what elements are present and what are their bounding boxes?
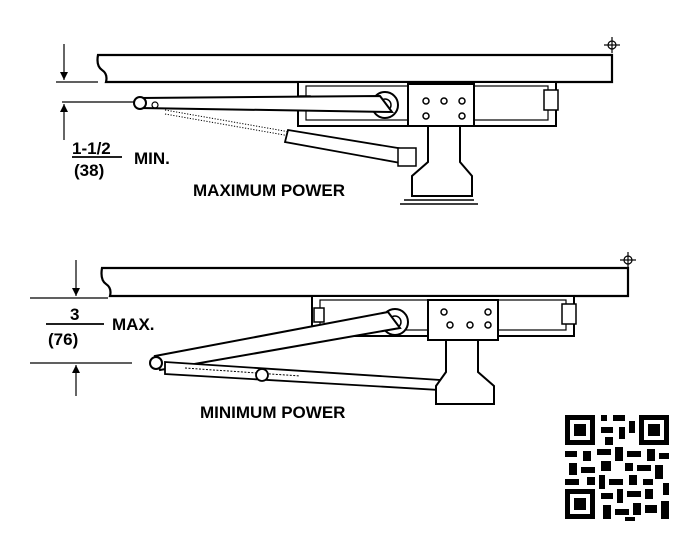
forearm-bracket — [397, 147, 417, 167]
shoe-bracket — [411, 125, 473, 197]
arm-end-pivot — [133, 96, 147, 110]
main-arm — [139, 94, 395, 114]
crosshair-icon — [620, 252, 636, 268]
closer-left-cap — [313, 307, 325, 323]
top-caption: MAXIMUM POWER — [193, 181, 345, 200]
forearm-tube — [283, 128, 412, 166]
mounting-plate — [427, 299, 499, 341]
arrowhead-up-icon — [60, 104, 68, 112]
arrowhead-up-icon — [72, 365, 80, 373]
qr-code-icon — [563, 413, 671, 521]
top-dimension-metric: (38) — [74, 161, 104, 180]
crosshair-icon — [604, 37, 620, 53]
closer-end-cap — [561, 303, 577, 325]
forearm-spring — [164, 109, 291, 133]
top-qualifier: MIN. — [134, 149, 170, 168]
forearm-spring-2 — [164, 113, 291, 137]
arm-end-screw — [151, 101, 159, 109]
maximum-power-figure — [56, 37, 620, 205]
mounting-plate — [407, 83, 475, 127]
bottom-dimension-value: 3 — [70, 305, 79, 324]
forearm-adjuster — [255, 368, 269, 382]
door-frame-top — [96, 53, 614, 84]
door-frame-bottom — [100, 266, 630, 298]
shoe-bracket — [435, 339, 495, 405]
bottom-qualifier: MAX. — [112, 315, 155, 334]
arrowhead-down-icon — [60, 72, 68, 80]
forearm-tube — [164, 361, 441, 391]
arrowhead-down-icon — [72, 288, 80, 296]
top-dimension-value: 1-1/2 — [72, 139, 111, 158]
minimum-power-figure — [30, 252, 636, 405]
bottom-dimension-metric: (76) — [48, 330, 78, 349]
arm-end-pivot — [149, 356, 163, 370]
bottom-caption: MINIMUM POWER — [200, 403, 345, 422]
closer-end-cap — [543, 89, 559, 111]
main-arm — [153, 310, 402, 372]
